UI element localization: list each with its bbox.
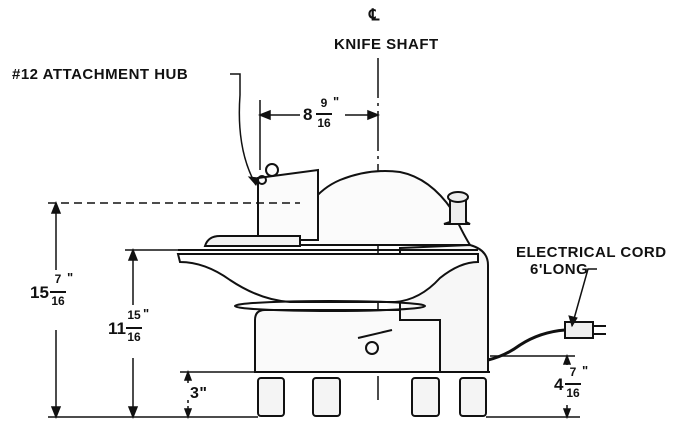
attachment-hub-leader [230, 73, 257, 186]
overall-height-dimension [48, 200, 300, 420]
cord-length-label: 6'LONG [530, 261, 589, 278]
hub-offset-inch-mark: " [333, 94, 340, 109]
cord-height-inch-mark: " [582, 363, 589, 378]
hub-offset-fraction-bar [316, 113, 332, 115]
bowl-height-dimension [125, 247, 178, 420]
bowl-base-ring [234, 300, 426, 312]
hub-offset-whole: 8 [303, 105, 313, 124]
hood-tray [203, 235, 301, 247]
hub-offset-dimension [257, 100, 381, 170]
overall-height-whole: 15 [30, 283, 49, 302]
electrical-cord-label: ELECTRICAL CORD [516, 244, 667, 261]
bowl-height-fraction-bar [126, 327, 142, 329]
bowl-height-denominator: 16 [127, 330, 141, 344]
overall-height-inch-mark: " [67, 270, 74, 285]
attachment-hub [257, 168, 319, 241]
bowl-height-whole: 11 [108, 319, 126, 338]
overall-height-fraction-bar [50, 291, 66, 293]
bowl-height-inch-mark: " [143, 306, 150, 321]
cord-plug [564, 321, 594, 339]
leg-height-value: 3" [190, 385, 208, 402]
centerline-symbol: ℄ [369, 7, 380, 24]
hub-offset-numerator: 9 [320, 96, 328, 110]
cord-height-whole: 4 [554, 375, 564, 394]
knife-shaft-label: KNIFE SHAFT [334, 36, 439, 53]
cord-height-numerator: 7 [569, 365, 577, 379]
cord-height-denominator: 16 [566, 386, 580, 400]
leg-height-dimension [180, 369, 255, 420]
machine-legs [257, 377, 487, 417]
overall-height-denominator: 16 [51, 294, 65, 308]
cord-height-fraction-bar [565, 383, 581, 385]
bowl-height-numerator: 15 [127, 308, 141, 322]
overall-height-numerator: 7 [54, 272, 62, 286]
motor-hood [293, 170, 472, 246]
electrical-cord-leader [571, 268, 597, 327]
electrical-cord [487, 328, 566, 362]
attachment-hub-label: #12 ATTACHMENT HUB [12, 66, 189, 83]
bowl-release-handle [357, 329, 393, 355]
cord-height-dimension [486, 353, 580, 420]
hub-offset-denominator: 16 [317, 116, 331, 130]
